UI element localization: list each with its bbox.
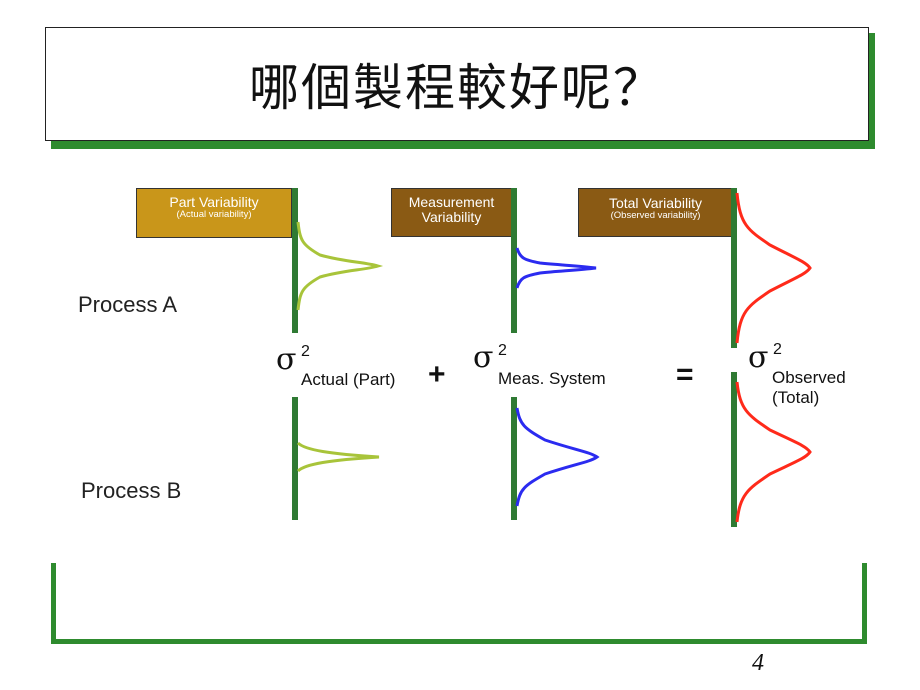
sigma-meas: σ xyxy=(473,340,494,375)
plus-sign: + xyxy=(428,358,446,391)
process-b-label: Process B xyxy=(81,478,182,503)
total-a-curve xyxy=(735,192,812,344)
part-b-axis xyxy=(292,397,298,520)
total-b-curve xyxy=(735,381,812,523)
subscript-total: (Total) xyxy=(772,388,820,407)
frame-right-bar xyxy=(862,563,867,644)
meas-a-curve xyxy=(515,247,597,289)
part-a-curve xyxy=(296,221,384,311)
subscript-actual: Actual (Part) xyxy=(301,370,396,389)
part-a-axis xyxy=(292,188,298,333)
process-a-label: Process A xyxy=(78,292,178,317)
total-header-line2: (Observed variability) xyxy=(610,210,701,222)
part-variability-header: Part Variability (Actual variability) xyxy=(136,188,292,238)
part-b-curve xyxy=(296,441,380,473)
total-variability-header: Total Variability (Observed variability) xyxy=(578,188,733,237)
squared-actual: 2 xyxy=(301,343,310,360)
meas-a-axis xyxy=(511,188,517,333)
squared-meas: 2 xyxy=(498,342,507,359)
equals-sign: = xyxy=(676,358,694,391)
measurement-header-line1: Measurement xyxy=(408,194,495,210)
frame-left-bar xyxy=(51,563,56,644)
total-a-axis xyxy=(731,188,737,348)
squared-observed: 2 xyxy=(773,341,782,358)
part-header-line2: (Actual variability) xyxy=(176,209,252,221)
page-title: 哪個製程較好呢？ xyxy=(249,59,665,117)
title-box: 哪個製程較好呢？ xyxy=(45,27,869,141)
part-header-line1: Part Variability xyxy=(169,194,259,210)
meas-b-axis xyxy=(511,397,517,520)
subscript-meas: Meas. System xyxy=(498,369,606,388)
page-number: 4 xyxy=(752,650,764,676)
sigma-actual: σ xyxy=(276,342,297,377)
total-header-line1: Total Variability xyxy=(608,195,703,211)
frame-bottom-bar xyxy=(51,639,867,644)
total-b-axis xyxy=(731,372,737,527)
sigma-observed: σ xyxy=(748,340,769,375)
subscript-observed: Observed xyxy=(772,368,846,387)
measurement-header-line2: Variability xyxy=(421,209,482,226)
measurement-variability-header: Measurement Variability xyxy=(391,188,512,237)
meas-b-curve xyxy=(515,407,600,507)
